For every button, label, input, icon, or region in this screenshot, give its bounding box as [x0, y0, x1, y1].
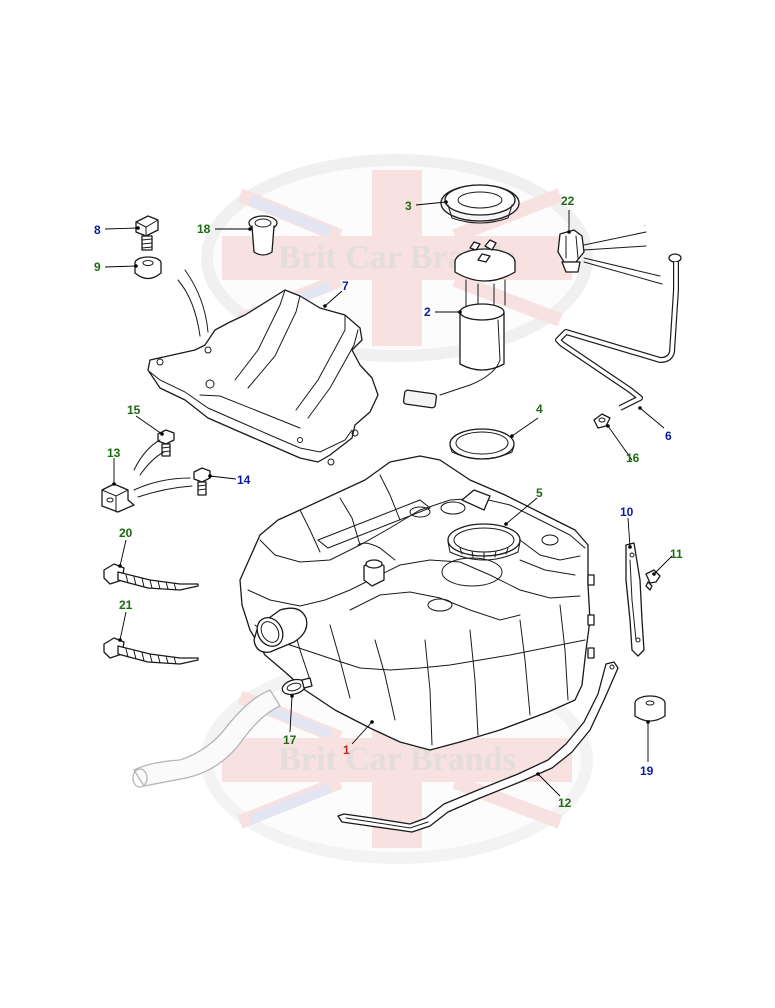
part-6-fuel-pipe — [555, 217, 682, 411]
callout-16: 16 — [626, 451, 640, 465]
part-5-locking-ring — [447, 523, 521, 561]
part-1-fuel-tank — [239, 455, 595, 751]
callout-5: 5 — [536, 486, 543, 500]
part-17-hose-clamp — [281, 677, 313, 696]
callout-13: 13 — [107, 446, 121, 460]
callout-18: 18 — [197, 222, 211, 236]
part-4-seal — [449, 428, 515, 460]
callout-22: 22 — [561, 194, 575, 208]
callout-15: 15 — [127, 403, 141, 417]
callout-1: 1 — [343, 743, 350, 757]
part-2-fuel-pump-sender — [402, 239, 516, 409]
part-9-nut — [134, 256, 162, 280]
callout-20: 20 — [119, 526, 133, 540]
callout-labels: 1 2 3 4 5 6 7 8 9 10 11 12 13 14 15 16 1… — [94, 194, 683, 810]
part-22-line-connector — [557, 229, 663, 285]
part-16-clip — [593, 413, 611, 429]
callout-9: 9 — [94, 260, 101, 274]
part-20-cable-tie — [103, 563, 199, 591]
callout-21: 21 — [119, 598, 133, 612]
callout-14: 14 — [237, 473, 251, 487]
callout-2: 2 — [424, 305, 431, 319]
callout-7: 7 — [342, 279, 349, 293]
callout-12: 12 — [558, 796, 572, 810]
part-21-cable-tie — [103, 637, 199, 665]
callout-8: 8 — [94, 223, 101, 237]
part-11-screw — [645, 569, 661, 591]
part-19-rubber-buffer — [634, 695, 666, 722]
leader-lines — [104, 200, 673, 797]
part-12-tank-strap — [337, 661, 619, 833]
part-7-heat-shield — [147, 269, 379, 466]
part-13-bracket — [101, 477, 193, 513]
callout-17: 17 — [283, 733, 297, 747]
filler-hose — [132, 689, 281, 788]
callout-3: 3 — [405, 199, 412, 213]
part-8-bolt — [135, 215, 159, 251]
callout-10: 10 — [620, 505, 634, 519]
part-15-bolt — [133, 429, 175, 476]
part-14-bolt — [193, 467, 211, 496]
callout-6: 6 — [665, 429, 672, 443]
part-10-strap-plate — [625, 542, 645, 657]
callout-4: 4 — [536, 402, 543, 416]
watermark-text-lower: Brit Car Brands — [278, 741, 515, 778]
callout-11: 11 — [670, 547, 683, 561]
part-3-seal-ring — [440, 184, 520, 224]
part-18-grommet — [248, 215, 278, 256]
callout-19: 19 — [640, 764, 654, 778]
